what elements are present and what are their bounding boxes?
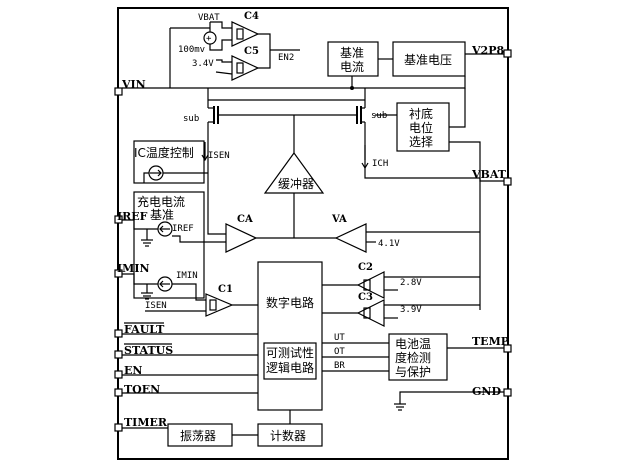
svg-text:CA: CA	[237, 214, 253, 225]
svg-text:与保护: 与保护	[395, 365, 431, 379]
comparator-c5: C5	[231, 46, 260, 81]
label-3v4: 3.4V	[192, 59, 214, 69]
svg-text:C5: C5	[244, 46, 259, 57]
label-2v8: 2.8V	[384, 278, 422, 291]
label-ut: UT	[334, 333, 345, 343]
svg-text:C4: C4	[244, 11, 259, 22]
label-en2: EN2	[278, 53, 294, 63]
svg-text:C1: C1	[218, 284, 233, 295]
svg-text:计数器: 计数器	[270, 428, 306, 443]
label-4v1: 4.1V	[366, 239, 400, 249]
ground-symbol	[394, 403, 406, 411]
svg-text:电池温: 电池温	[395, 337, 431, 351]
svg-text:TEMP: TEMP	[472, 335, 509, 348]
svg-text:基准: 基准	[340, 46, 364, 60]
pin-fault: FAULT	[114, 322, 165, 338]
svg-text:V2P8: V2P8	[471, 44, 504, 57]
comparator-c4: C4	[231, 11, 260, 47]
imin-source: IMIN	[157, 271, 198, 292]
comparator-c3: C3	[356, 292, 385, 327]
oscillator-block: 振荡器	[167, 423, 233, 447]
svg-text:充电电流: 充电电流	[137, 194, 185, 209]
svg-text:ICH: ICH	[372, 159, 388, 169]
svg-text:基准: 基准	[150, 208, 174, 222]
pmos-right: sub	[333, 88, 387, 160]
svg-text:选择: 选择	[409, 135, 433, 149]
svg-text:3.9V: 3.9V	[400, 305, 422, 315]
svg-text:度检测: 度检测	[395, 350, 431, 365]
counter-block: 计数器	[257, 423, 323, 447]
svg-text:VA: VA	[331, 214, 347, 225]
test-logic-block: 可测试性 逻辑电路	[263, 342, 317, 380]
svg-text:EN: EN	[124, 364, 142, 377]
svg-text:FAULT: FAULT	[124, 323, 165, 336]
pin-v2p8: V2P8	[471, 44, 512, 58]
svg-text:电位: 电位	[409, 120, 433, 135]
ref-voltage-block: 基准电压	[392, 41, 466, 77]
battery-temp-block: 电池温 度检测 与保护	[388, 333, 448, 381]
chip-outline	[117, 7, 509, 460]
svg-text:sub: sub	[183, 114, 199, 124]
svg-text:VIN: VIN	[121, 78, 146, 91]
comparator-c1: C1	[205, 284, 234, 317]
label-br: BR	[334, 361, 345, 371]
svg-text:4.1V: 4.1V	[378, 239, 400, 249]
svg-text:缓冲器: 缓冲器	[278, 176, 314, 191]
isen-arrow: ISEN	[201, 142, 230, 162]
svg-text:振荡器: 振荡器	[180, 429, 216, 443]
svg-text:IREF: IREF	[172, 224, 194, 234]
svg-text:+: +	[206, 34, 212, 44]
label-3v9: 3.9V	[384, 305, 422, 319]
svg-text:STATUS: STATUS	[124, 344, 173, 357]
svg-text:IC温度控制: IC温度控制	[134, 145, 194, 160]
offset-voltage-source: +	[203, 31, 217, 45]
pin-imin: IMIN	[114, 262, 150, 278]
ref-current-block: 基准 电流	[327, 41, 379, 77]
comparator-c2: C2	[356, 262, 385, 299]
svg-text:C3: C3	[358, 292, 373, 303]
svg-text:逻辑电路: 逻辑电路	[266, 360, 314, 375]
svg-text:2.8V: 2.8V	[400, 278, 422, 288]
label-vbat-in: VBAT	[198, 13, 220, 23]
svg-text:IREF: IREF	[117, 210, 148, 223]
svg-text:VBAT: VBAT	[471, 168, 507, 181]
pin-timer: TIMER	[114, 416, 168, 432]
svg-text:IMIN: IMIN	[117, 262, 150, 275]
ich-arrow: ICH	[361, 145, 388, 170]
svg-text:sub: sub	[371, 111, 387, 121]
buffer-amp: 缓冲器	[263, 151, 325, 194]
pin-temp: TEMP	[472, 335, 512, 353]
pin-toen: TOEN	[114, 383, 160, 397]
svg-text:数字电路: 数字电路	[266, 295, 314, 310]
substrate-select-block: 衬底 电位 选择	[396, 102, 450, 152]
pin-iref: IREF	[114, 210, 148, 224]
svg-text:可测试性: 可测试性	[266, 345, 314, 360]
svg-text:TIMER: TIMER	[124, 416, 168, 429]
pin-vbat: VBAT	[471, 168, 512, 186]
digital-circuit-block: 数字电路	[257, 261, 323, 411]
svg-text:C2: C2	[358, 262, 373, 273]
ground-imin	[141, 284, 153, 300]
iref-source: IREF	[157, 221, 194, 237]
svg-text:基准电压: 基准电压	[404, 53, 452, 67]
amp-va: VA	[331, 214, 367, 253]
svg-text:衬底: 衬底	[409, 106, 433, 121]
ground-iref	[141, 229, 153, 247]
svg-text:TOEN: TOEN	[124, 383, 160, 396]
amp-ca: CA	[225, 214, 258, 253]
pin-status: STATUS	[114, 343, 173, 359]
charge-current-ref-block: 充电电流 基准	[133, 191, 205, 299]
pin-en: EN	[114, 364, 142, 379]
svg-text:ISEN: ISEN	[145, 301, 167, 311]
pmos-left: sub	[183, 88, 240, 160]
label-ot: OT	[334, 347, 345, 357]
svg-text:电流: 电流	[340, 60, 364, 74]
pin-vin: VIN	[114, 78, 146, 96]
label-offset: 100mv	[178, 45, 205, 55]
label-isen-in: ISEN	[145, 301, 206, 312]
svg-text:ISEN: ISEN	[208, 151, 230, 161]
svg-text:IMIN: IMIN	[176, 271, 198, 281]
